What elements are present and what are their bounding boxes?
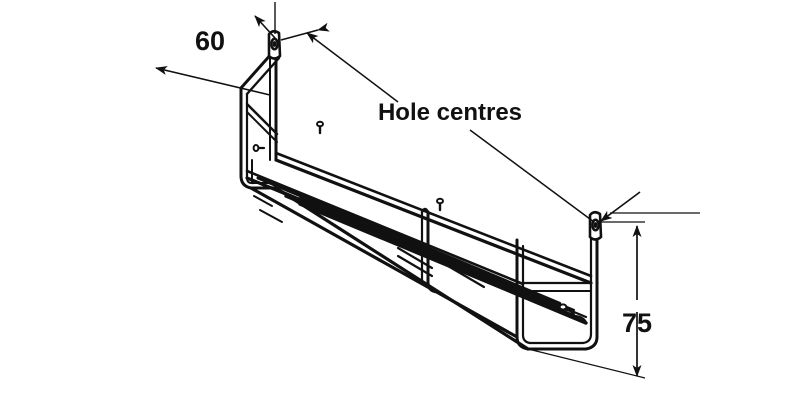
hole-centres-leader-lower [469,129,595,223]
dimension-60-value: 60 [195,26,225,56]
hole-centres-arrow-left [254,15,276,39]
right-end-panel [515,226,599,351]
left-lower-inner-rails [253,195,283,223]
hole-centres-arrow-right [280,22,330,41]
dimension-60-leader [155,66,271,96]
divider-rungs [396,246,486,289]
basket-bottom-frame [249,186,530,351]
basket-floor-rails [256,176,588,325]
hole-tab-left [267,29,282,60]
middle-divider [420,207,439,294]
hole-tab-right [588,210,603,241]
dimension-75-value: 75 [622,308,652,338]
left-end-panel [239,45,281,190]
back-rail-studs [252,120,444,212]
hole-centres-arrow-right-hole [600,191,641,222]
right-floor-return [558,303,588,325]
top-back-rail [274,151,593,285]
dimension-75-ext-bottom [527,348,646,379]
wire-basket-rack [239,29,603,351]
dimension-hole-centres [254,2,700,223]
hole-centres-label: Hole centres [378,99,522,126]
dimension-75 [527,221,646,379]
dimension-60 [155,66,271,96]
hole-centres-leader-upper [306,32,399,103]
